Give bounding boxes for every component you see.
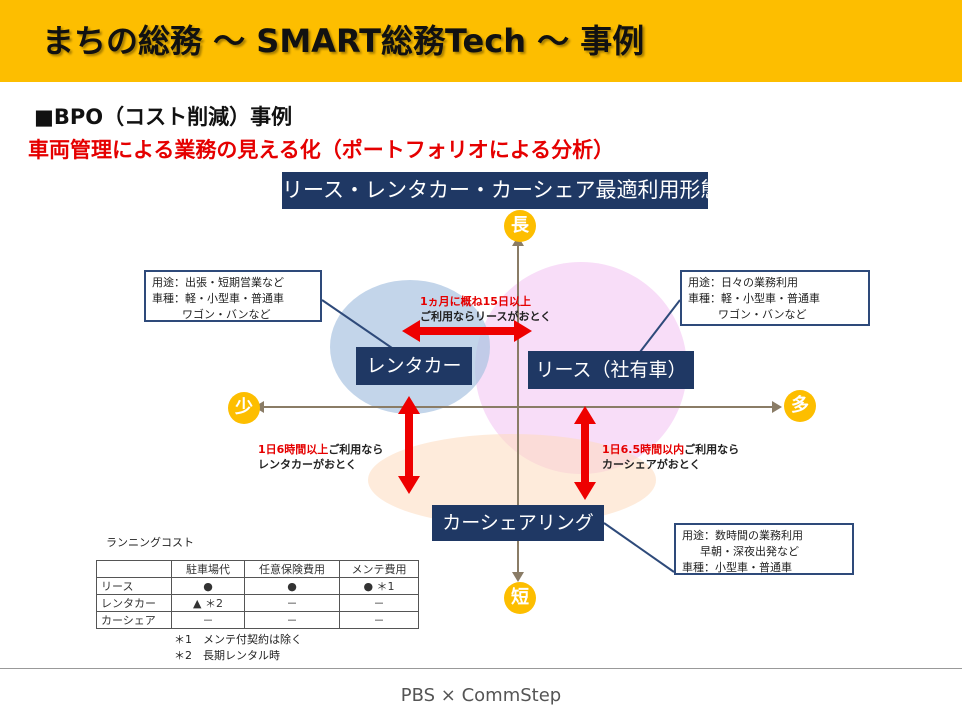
table-header-cell — [96, 560, 172, 578]
carshare-threshold-black: ご利用なら — [684, 443, 740, 456]
table-header-cell: メンテ費用 — [339, 560, 419, 578]
rental-note: 用途：出張・短期営業など 車種：軽・小型車・普通車 ワゴン・バンなど — [144, 270, 322, 322]
table-cell: － — [339, 611, 419, 629]
table-row: リース ● ● ● ＊1 — [96, 577, 419, 595]
table-cell: ● ＊1 — [339, 577, 419, 595]
carshare-threshold-label: 1日6.5時間以内ご利用なら — [602, 442, 739, 458]
vertical-axis — [517, 244, 519, 574]
carshare-note-connector — [603, 522, 675, 573]
footer-credit: PBS × CommStep — [400, 685, 562, 706]
rental-note-line: 車種：軽・小型車・普通車 — [152, 292, 284, 305]
lease-note-line: ワゴン・バンなど — [718, 308, 807, 321]
lease-note-line: 用途：日々の業務利用 — [688, 276, 798, 289]
table-cell: カーシェア — [96, 611, 172, 629]
carshare-note: 用途：数時間の業務利用 早朝・深夜出発など 車種：小型車・普通車 — [674, 523, 854, 575]
rental-threshold-red: 1日6時間以上 — [258, 443, 329, 456]
running-cost-table: 駐車場代 任意保険費用 メンテ費用 リース ● ● ● ＊1 レンタカー ▲ ＊… — [96, 560, 419, 629]
lease-threshold-label: 1ヵ月に概ね15日以上 — [420, 295, 531, 308]
lease-advantage-label: ご利用ならリースがおとく — [420, 310, 552, 323]
axis-label-few: 少 — [228, 392, 260, 424]
table-cell: リース — [96, 577, 172, 595]
table-cell: ● — [171, 577, 245, 595]
running-cost-footnote: ＊2 長期レンタル時 — [174, 649, 280, 662]
carshare-note-line: 車種：小型車・普通車 — [682, 561, 792, 574]
lease-note-connector — [639, 299, 681, 353]
table-header-cell: 任意保険費用 — [244, 560, 340, 578]
node-carsharing: カーシェアリング — [432, 505, 604, 541]
table-cell: － — [244, 594, 340, 612]
lease-note-line: 車種：軽・小型車・普通車 — [688, 292, 820, 305]
table-row: カーシェア － － － — [96, 611, 419, 629]
table-cell: － — [171, 611, 245, 629]
lease-note: 用途：日々の業務利用 車種：軽・小型車・普通車 ワゴン・バンなど — [680, 270, 870, 326]
axis-label-long: 長 — [504, 210, 536, 242]
left-red-arrow — [398, 396, 420, 494]
header-bar: まちの総務 〜 SMART総務Tech 〜 事例 — [0, 0, 962, 82]
table-cell: － — [244, 611, 340, 629]
rental-threshold-black: ご利用なら — [328, 443, 384, 456]
node-rental-car: レンタカー — [356, 347, 472, 385]
axis-label-many: 多 — [784, 390, 816, 422]
rental-threshold-label: 1日6時間以上ご利用なら — [258, 442, 383, 458]
diagram-title: リース・レンタカー・カーシェア最適利用形態 — [282, 172, 722, 209]
table-cell: ▲ ＊2 — [171, 594, 245, 612]
section-subheading: 車両管理による業務の見える化（ポートフォリオによる分析） — [28, 138, 615, 162]
carshare-threshold-red: 1日6.5時間以内 — [602, 443, 685, 456]
rental-note-line: 用途：出張・短期営業など — [152, 276, 284, 289]
carshare-note-line: 早朝・深夜出発など — [700, 545, 799, 558]
section-heading: ■BPO（コスト削減）事例 — [34, 105, 293, 129]
table-cell: － — [339, 594, 419, 612]
table-row: レンタカー ▲ ＊2 － － — [96, 594, 419, 612]
axis-arrowhead-bottom — [512, 572, 524, 582]
table-cell: ● — [244, 577, 340, 595]
running-cost-footnote: ＊1 メンテ付契約は除く — [174, 633, 302, 646]
rental-advantage-label: レンタカーがおとく — [258, 458, 357, 471]
carshare-note-line: 用途：数時間の業務利用 — [682, 529, 803, 542]
axis-label-short: 短 — [504, 582, 536, 614]
horizontal-red-arrow — [402, 320, 532, 342]
table-header-cell: 駐車場代 — [171, 560, 245, 578]
rental-note-line: ワゴン・バンなど — [182, 308, 271, 321]
running-cost-title: ランニングコスト — [106, 536, 194, 549]
rental-note-connector — [321, 299, 393, 349]
table-cell: レンタカー — [96, 594, 172, 612]
node-lease: リース（社有車） — [528, 351, 694, 389]
right-red-arrow — [574, 406, 596, 500]
table-header-row: 駐車場代 任意保険費用 メンテ費用 — [96, 560, 419, 578]
axis-arrowhead-right — [772, 401, 782, 413]
footer-divider — [0, 668, 962, 669]
carshare-advantage-label: カーシェアがおとく — [602, 458, 701, 471]
page-title: まちの総務 〜 SMART総務Tech 〜 事例 — [42, 22, 645, 60]
